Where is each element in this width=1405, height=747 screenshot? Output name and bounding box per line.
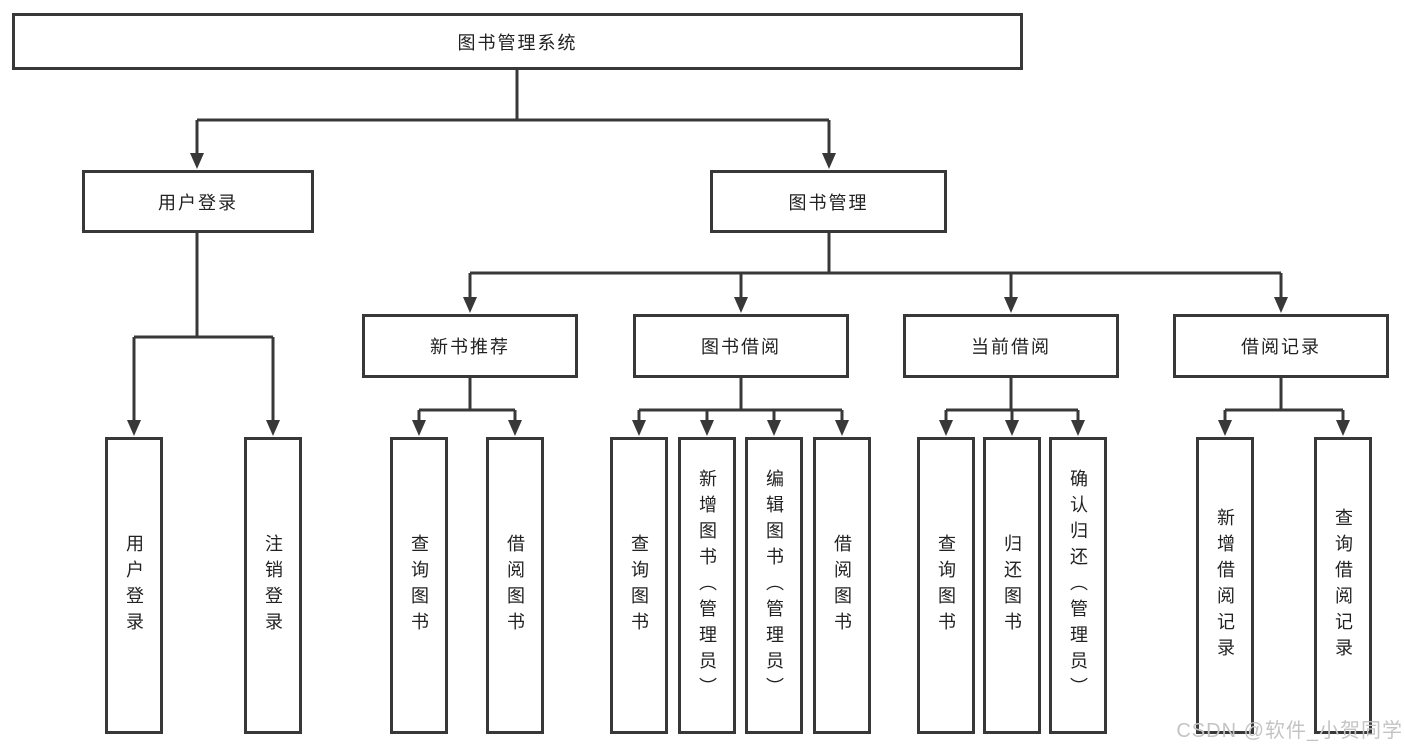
- leaf-book-borrow-1: 新增图书（管理员）: [678, 437, 736, 734]
- node-new-book: 新书推荐: [362, 314, 578, 378]
- node-borrow-record: 借阅记录: [1173, 314, 1389, 378]
- node-current-borrow: 当前借阅: [903, 314, 1119, 378]
- leaf-book-borrow-2: 编辑图书（管理员）: [745, 437, 803, 734]
- connector-borrow-record-to-leaves: [1218, 378, 1350, 436]
- connector-user-login-to-leaves: [127, 233, 280, 436]
- connector-new-book-to-leaves: [412, 378, 522, 436]
- leaf-book-borrow-0: 查询图书: [610, 437, 668, 734]
- leaf-borrow-record-0: 新增借阅记录: [1196, 437, 1254, 734]
- connector-book-mgmt-to-level3: [463, 233, 1288, 313]
- leaf-new-book-1: 借阅图书: [486, 437, 544, 734]
- connector-book-borrow-to-leaves: [632, 378, 849, 436]
- leaf-current-borrow-1: 归还图书: [983, 437, 1041, 734]
- leaf-new-book-0: 查询图书: [390, 437, 448, 734]
- node-book-borrow: 图书借阅: [633, 314, 849, 378]
- connector-current-borrow-to-leaves: [939, 378, 1085, 436]
- node-book-mgmt: 图书管理: [710, 170, 947, 233]
- leaf-current-borrow-0: 查询图书: [917, 437, 975, 734]
- connector-root-to-level2: [190, 70, 836, 169]
- watermark: CSDN @软件_小贺同学: [1176, 720, 1403, 742]
- leaf-current-borrow-2: 确认归还（管理员）: [1049, 437, 1107, 734]
- leaf-user-login-0: 用户登录: [105, 437, 163, 734]
- leaf-book-borrow-3: 借阅图书: [813, 437, 871, 734]
- leaf-user-login-1: 注销登录: [244, 437, 302, 734]
- node-user-login: 用户登录: [82, 170, 314, 233]
- node-root: 图书管理系统: [12, 13, 1023, 70]
- leaf-borrow-record-1: 查询借阅记录: [1314, 437, 1372, 734]
